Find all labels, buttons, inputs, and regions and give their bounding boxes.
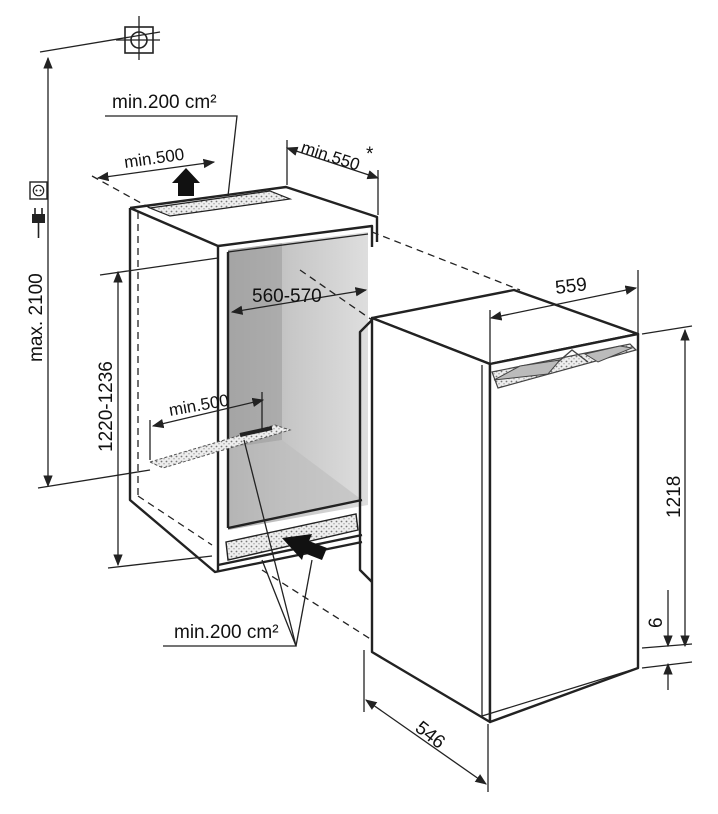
appliance-depth-label: 546	[411, 717, 449, 753]
mount-reference-line	[39, 31, 161, 53]
airflow-arrow-up-icon	[172, 168, 200, 196]
appliance-height-dimension: 1218	[641, 325, 693, 649]
appliance-side	[370, 316, 492, 724]
max-height-dimension: max. 2100	[26, 56, 151, 489]
niche-depth-note: *	[366, 144, 374, 165]
crosshair-mount-icon	[116, 16, 160, 60]
bottom-floor-vent	[148, 424, 292, 469]
appliance-front	[488, 332, 640, 724]
appliance-height-label: 1218	[664, 476, 685, 518]
appliance-side-trim	[358, 319, 373, 583]
installation-niche	[128, 185, 379, 574]
appliance-width-dimension: 559	[489, 270, 639, 364]
plinth-gap-dimension: 6	[641, 590, 693, 690]
niche-height-label: 1220-1236	[96, 361, 117, 452]
plug-icon	[32, 208, 45, 238]
plinth-gap-label: 6	[646, 617, 667, 628]
socket-icon	[29, 181, 48, 200]
bottom-vent-area-label: min.200 cm²	[174, 622, 279, 643]
top-vent-opening	[147, 190, 293, 217]
appliance	[358, 288, 640, 724]
top-vent-area-dimension: min.200 cm²	[105, 92, 238, 197]
max-height-label: max. 2100	[26, 273, 47, 362]
airflow-arrow-in-icon	[282, 534, 327, 560]
niche-depth-label: min.550	[299, 138, 362, 175]
top-vent-area-label: min.200 cm²	[112, 92, 217, 113]
bottom-vent-area-dimension: min.200 cm²	[163, 439, 313, 647]
niche-width-label: 560-570	[252, 286, 322, 307]
appliance-width-label: 559	[554, 274, 588, 299]
niche-height-dimension: 1220-1236	[96, 270, 213, 569]
